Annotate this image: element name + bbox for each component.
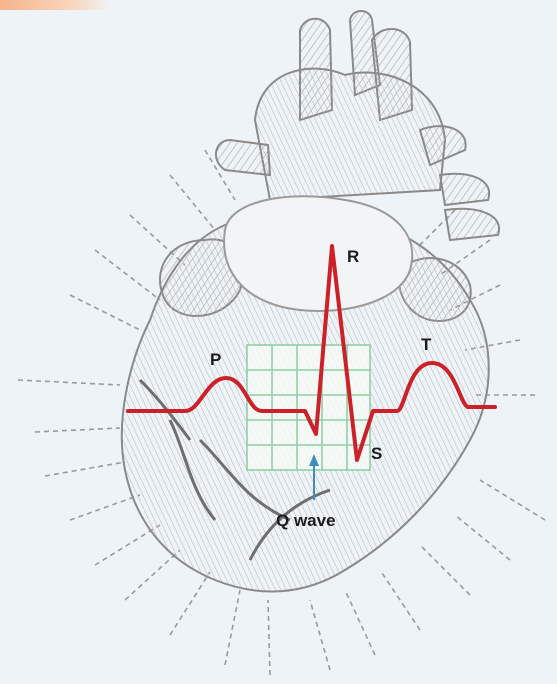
label-s: S <box>371 444 382 463</box>
label-p: P <box>210 350 221 369</box>
label-t: T <box>421 335 432 354</box>
label-q-wave: Q wave <box>276 511 336 530</box>
label-r: R <box>347 247 359 266</box>
heart-illustration <box>122 11 499 591</box>
